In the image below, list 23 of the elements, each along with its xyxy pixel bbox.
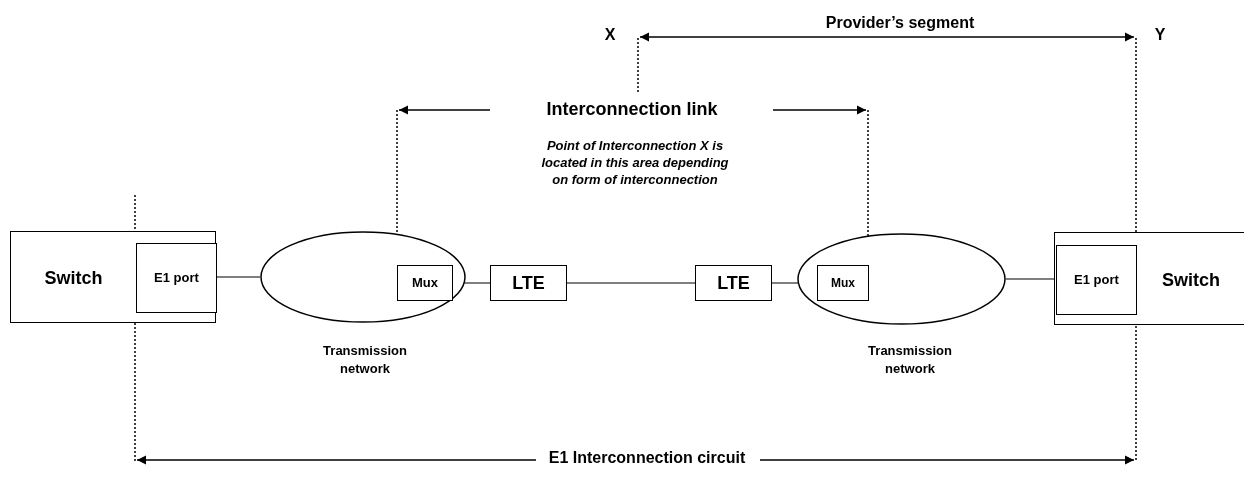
port-box: E1 port bbox=[1056, 245, 1137, 315]
network-ellipse bbox=[797, 233, 1006, 325]
switch-box bbox=[10, 231, 216, 323]
node-label: Switch bbox=[1161, 268, 1221, 292]
device-box: Mux bbox=[397, 265, 453, 301]
dimension-label: Interconnection link bbox=[545, 99, 719, 120]
connector-line bbox=[215, 276, 261, 278]
port-box: E1 port bbox=[136, 243, 217, 313]
connector-line bbox=[1005, 278, 1056, 280]
dimension-label: Provider’s segment bbox=[824, 14, 976, 32]
note-text: Point of Interconnection X is located in this area depending on form of interconnection bbox=[540, 138, 730, 189]
device-box: Mux bbox=[817, 265, 869, 301]
node-caption: Transmission network bbox=[322, 342, 408, 378]
device-box: LTE bbox=[695, 265, 772, 301]
dimension-label: E1 Interconnection circuit bbox=[547, 449, 747, 467]
device-box: LTE bbox=[490, 265, 567, 301]
node-caption: Transmission network bbox=[867, 342, 953, 378]
network-ellipse bbox=[260, 231, 466, 323]
switch-box bbox=[1054, 232, 1244, 325]
connector-line bbox=[566, 282, 696, 284]
dimension-label: Y bbox=[1153, 26, 1167, 44]
dimension-label: X bbox=[603, 26, 617, 44]
node-label: Switch bbox=[43, 267, 104, 290]
